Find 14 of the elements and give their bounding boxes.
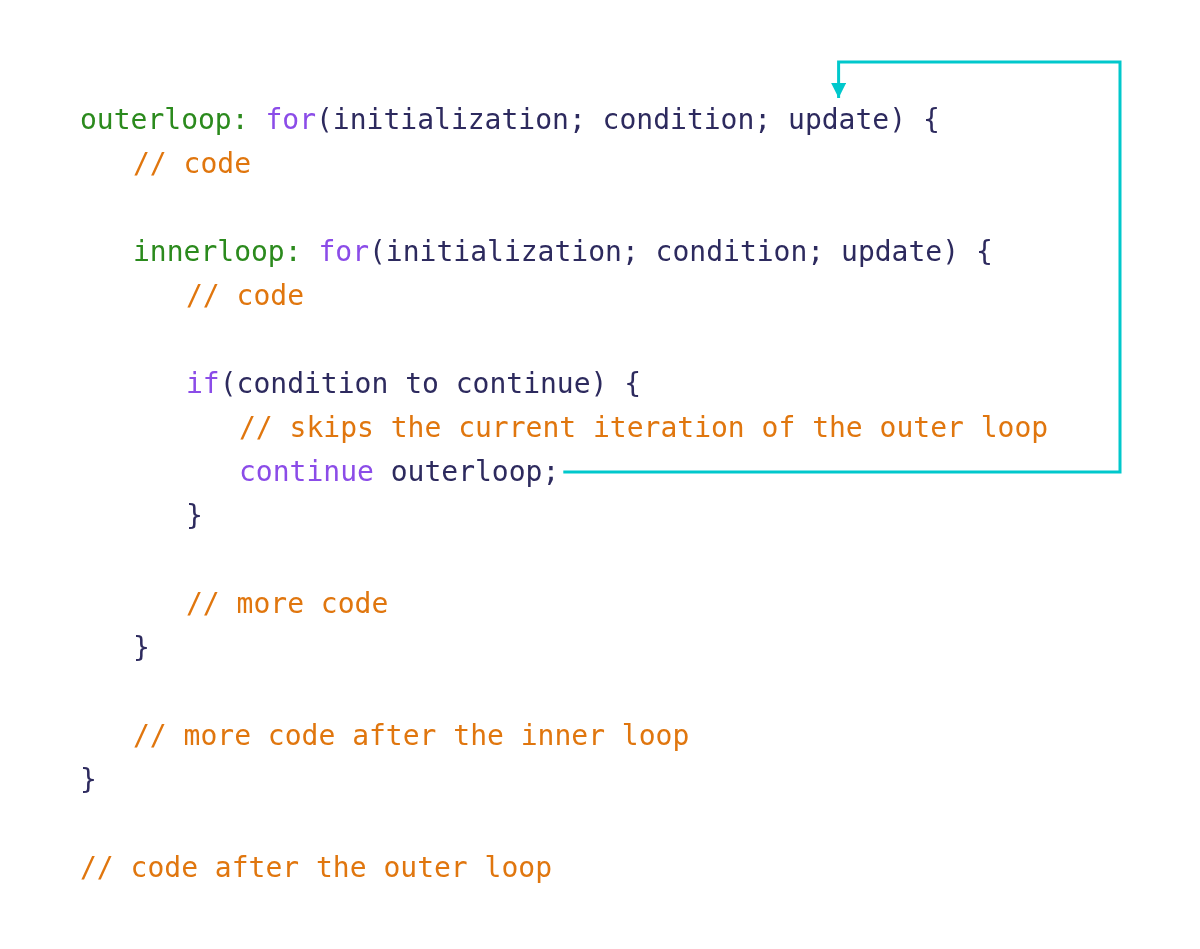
code-line: outerloop: for(initialization; condition; update) { [80, 102, 940, 138]
code-line: continue outerloop; [239, 454, 560, 490]
code-comment: // skips the current iteration of the outer loop [239, 410, 1049, 446]
code-comment: // code [186, 278, 304, 314]
code-comment: // more code [186, 586, 389, 622]
arrow [563, 60, 1122, 474]
code-comment: // code after the outer loop [80, 850, 552, 886]
code-comment: // code [133, 146, 251, 182]
closing-brace: } [133, 630, 150, 666]
closing-brace: } [80, 762, 97, 798]
code-line: innerloop: for(initialization; condition; update) { [133, 234, 993, 270]
closing-brace: } [186, 498, 203, 534]
code-comment: // more code after the inner loop [133, 718, 690, 754]
code-line: if(condition to continue) { [186, 366, 642, 402]
